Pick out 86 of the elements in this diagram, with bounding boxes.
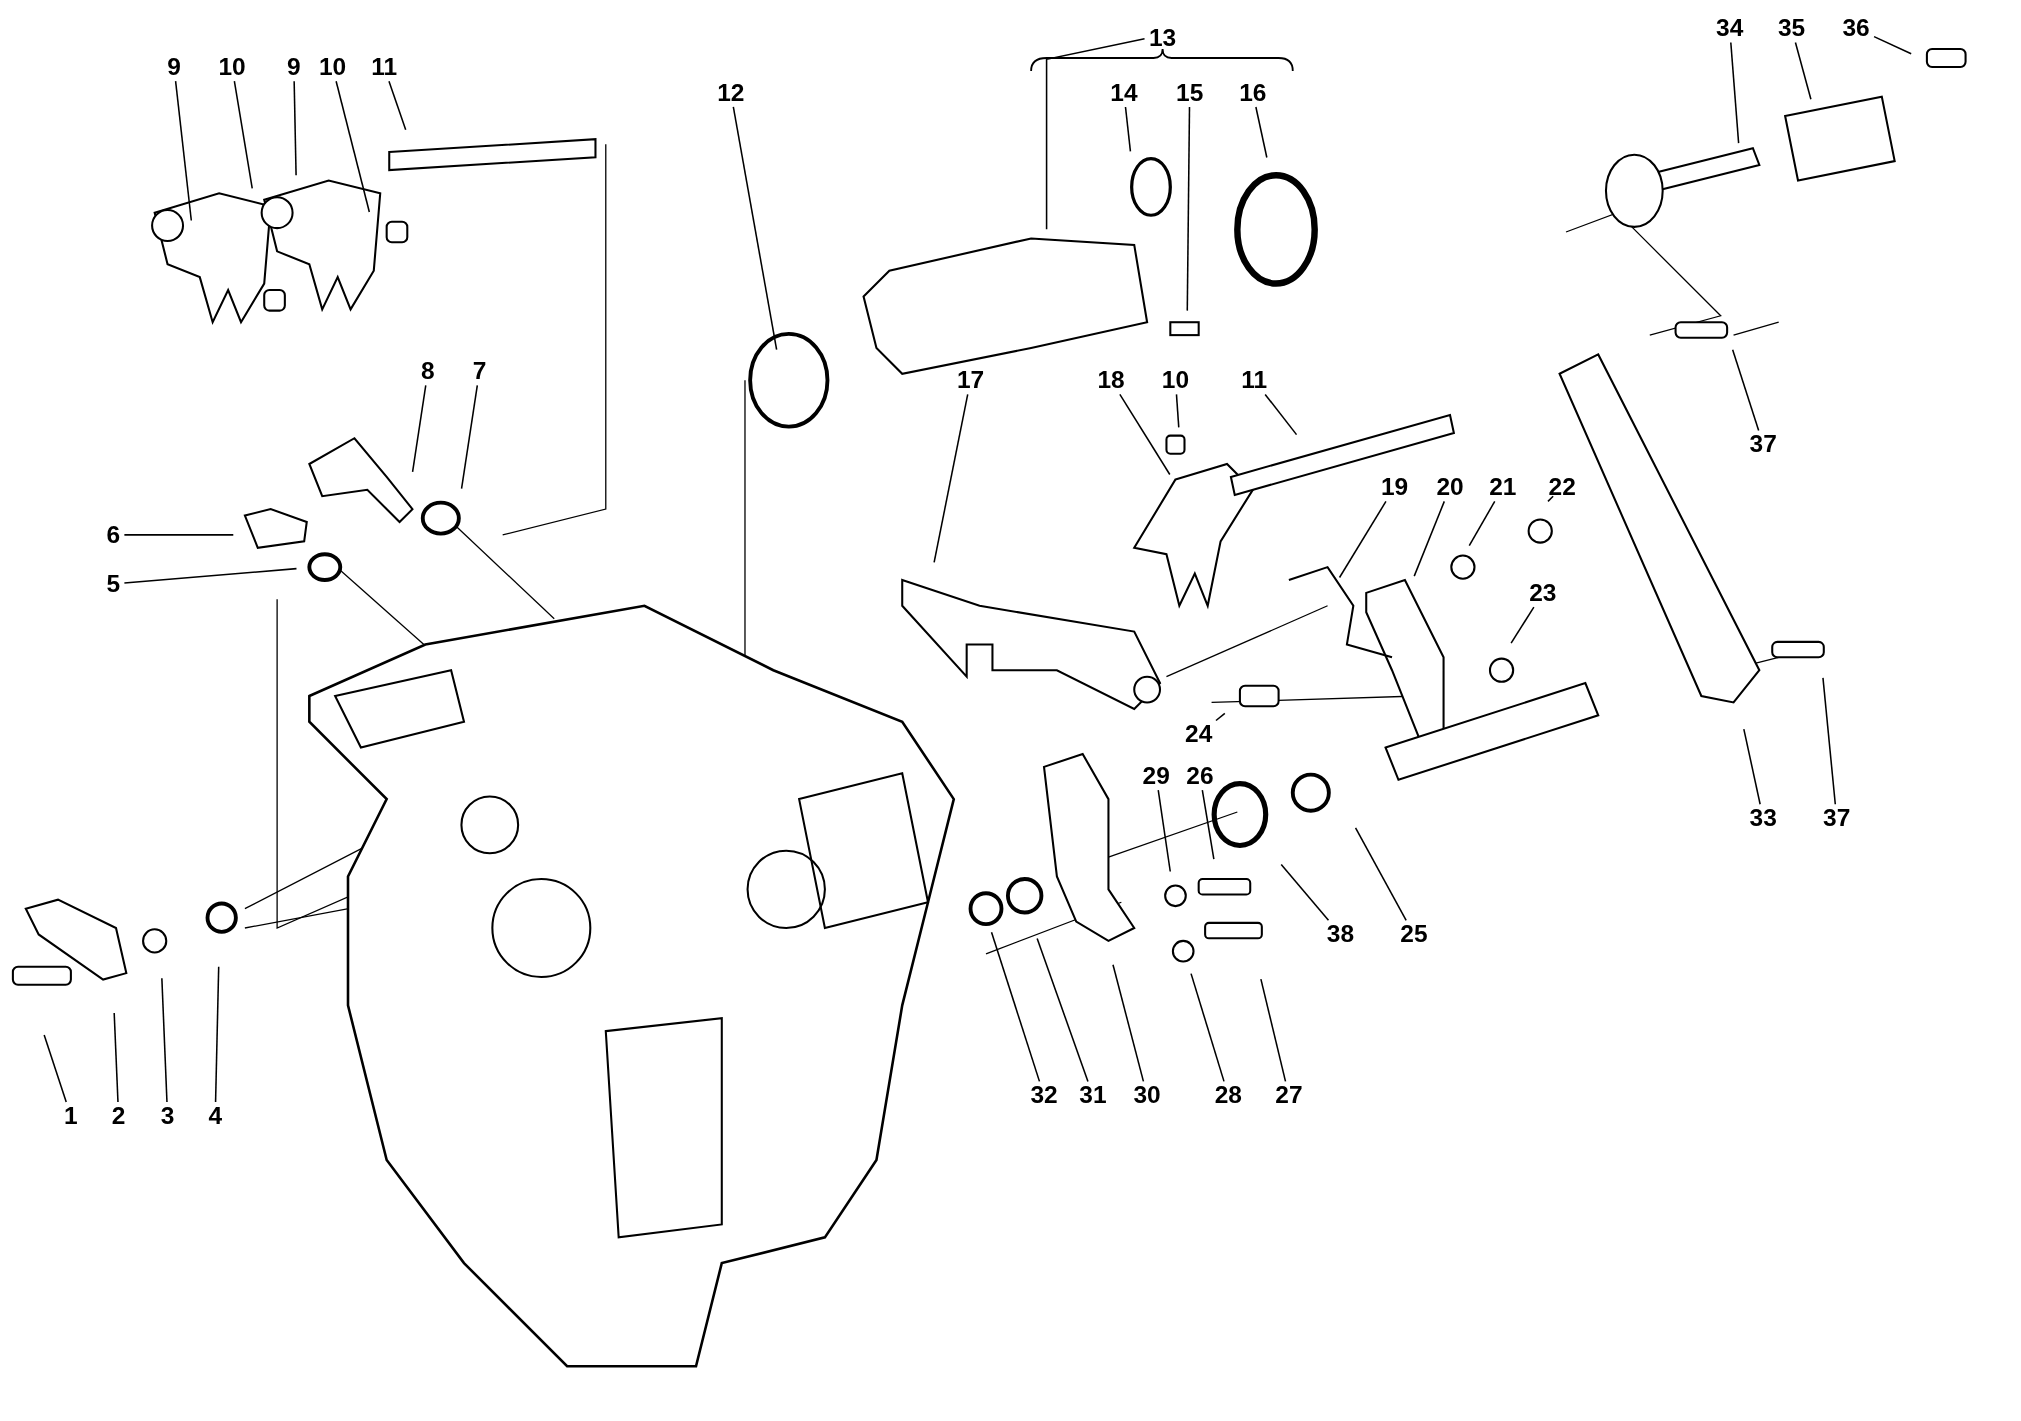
leader-line bbox=[1190, 972, 1225, 1083]
callout-number: 31 bbox=[1079, 1082, 1107, 1109]
leader-line bbox=[1201, 789, 1215, 860]
leader-line bbox=[233, 80, 253, 190]
callout-number: 10 bbox=[218, 54, 246, 80]
leader-line bbox=[388, 80, 407, 131]
callout-number: 18 bbox=[1097, 367, 1125, 394]
callout-number: 29 bbox=[1142, 763, 1170, 789]
leader-line bbox=[1743, 728, 1761, 806]
leader-line bbox=[1175, 393, 1180, 429]
leader-line bbox=[1157, 789, 1172, 873]
leader-line bbox=[214, 965, 220, 1103]
callout-number: 28 bbox=[1214, 1082, 1242, 1109]
callout-number: 11 bbox=[1241, 367, 1268, 394]
callout-number: 9 bbox=[287, 54, 301, 80]
callout-number: 23 bbox=[1529, 580, 1557, 606]
callout-number: 11 bbox=[371, 54, 398, 80]
callout-number: 4 bbox=[208, 1103, 223, 1130]
callout-number: 8 bbox=[421, 358, 435, 385]
leader-line bbox=[1260, 978, 1287, 1083]
callout-number: 10 bbox=[318, 54, 347, 80]
callout-number: 33 bbox=[1749, 805, 1777, 832]
callout-number: 35 bbox=[1777, 15, 1806, 42]
callout-number: 34 bbox=[1716, 15, 1744, 42]
leader-line bbox=[1124, 106, 1132, 153]
callout-number: 32 bbox=[1030, 1082, 1058, 1109]
leader-line bbox=[174, 80, 193, 222]
leader-line bbox=[1264, 393, 1298, 436]
leader-line bbox=[1730, 41, 1740, 144]
leader-line bbox=[460, 384, 479, 490]
callout-number: 26 bbox=[1186, 763, 1214, 789]
callout-number: 14 bbox=[1110, 79, 1138, 106]
callout-number: 20 bbox=[1436, 474, 1464, 501]
leader-line bbox=[1119, 393, 1171, 476]
leader-line bbox=[113, 1012, 119, 1103]
leader-line bbox=[990, 931, 1041, 1083]
callout-number: 37 bbox=[1749, 431, 1777, 458]
leader-line bbox=[1045, 37, 1146, 230]
leader-line bbox=[1215, 712, 1226, 722]
leader-line bbox=[1731, 348, 1760, 432]
leader-line bbox=[43, 1034, 67, 1103]
callout-number: 10 bbox=[1161, 367, 1190, 394]
leader-line bbox=[293, 80, 297, 177]
callout-number: 27 bbox=[1275, 1082, 1303, 1109]
leader-line bbox=[1510, 606, 1535, 644]
leader-line bbox=[1280, 863, 1330, 922]
callout-number: 30 bbox=[1133, 1082, 1161, 1109]
leader-line bbox=[1547, 495, 1554, 503]
leader-line bbox=[1354, 827, 1407, 922]
leader-line bbox=[1873, 35, 1912, 55]
callout-number: 19 bbox=[1380, 474, 1409, 501]
leader-line bbox=[933, 393, 969, 564]
leader-line bbox=[1255, 106, 1268, 159]
callout-number: 17 bbox=[956, 367, 985, 394]
callout-number: 21 bbox=[1489, 474, 1517, 501]
callout-number: 5 bbox=[106, 571, 121, 597]
callout-number: 25 bbox=[1400, 921, 1428, 948]
callout-number: 9 bbox=[167, 54, 181, 80]
callout-number: 12 bbox=[717, 79, 745, 106]
leader-line bbox=[335, 80, 371, 213]
callout-number: 1 bbox=[64, 1103, 78, 1130]
leader-line bbox=[1468, 500, 1496, 547]
callout-number: 3 bbox=[160, 1103, 175, 1130]
leader-line bbox=[1338, 500, 1387, 579]
callout-number: 24 bbox=[1185, 721, 1213, 748]
leader-line bbox=[411, 384, 427, 473]
leader-line bbox=[1186, 106, 1191, 312]
leader-line bbox=[123, 567, 298, 584]
callout-number: 38 bbox=[1326, 921, 1355, 948]
leader-line bbox=[732, 106, 778, 351]
leader-line bbox=[1794, 41, 1812, 101]
callout-number: 2 bbox=[111, 1103, 126, 1130]
callout-number: 16 bbox=[1239, 79, 1267, 106]
leader-line bbox=[1036, 937, 1089, 1083]
leader-line bbox=[123, 534, 235, 536]
callout-number: 36 bbox=[1842, 15, 1870, 42]
callout-number: 6 bbox=[106, 522, 121, 548]
callout-number: 13 bbox=[1148, 25, 1177, 52]
leader-line bbox=[1822, 677, 1837, 806]
leader-line bbox=[1413, 500, 1446, 577]
callout-number: 15 bbox=[1176, 79, 1204, 106]
callout-number: 22 bbox=[1548, 474, 1576, 501]
leader-line bbox=[1112, 964, 1145, 1083]
leader-line bbox=[161, 977, 168, 1103]
callout-number: 37 bbox=[1823, 805, 1851, 832]
callout-number: 7 bbox=[472, 358, 487, 385]
